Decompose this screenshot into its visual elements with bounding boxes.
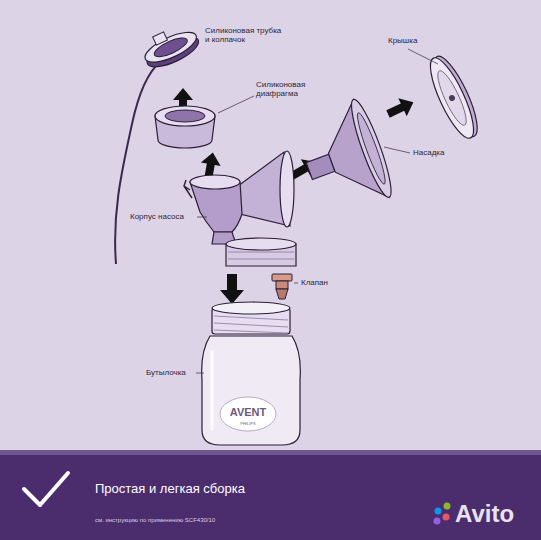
tube-cap: [138, 20, 202, 73]
watermark: Avito: [455, 500, 514, 528]
pump-body: [184, 151, 296, 266]
brand-name: PHILIPS: [233, 422, 263, 427]
bottle: [202, 302, 301, 445]
part-label: Силиконовая диафрагма: [256, 80, 312, 98]
tagline: Простая и легкая сборка: [95, 481, 245, 496]
part-label: Крышка: [388, 36, 417, 45]
breast-insert: [292, 96, 398, 219]
part-label: Корпус насоса: [130, 212, 184, 221]
check-mark: [24, 473, 68, 505]
watermark-dot: [443, 514, 450, 521]
part-label: Силиконовая трубка и колпачок: [205, 26, 287, 44]
manual-note: см. инструкцию по применению SCF430/10: [95, 517, 215, 523]
watermark-dot: [434, 518, 441, 525]
valve: [272, 274, 292, 299]
watermark-dot: [435, 508, 442, 515]
part-label: Насадка: [413, 148, 444, 157]
part-label: Клапан: [301, 278, 328, 287]
watermark-dot: [444, 503, 451, 510]
check-icon: [0, 455, 541, 540]
cover: [423, 51, 486, 143]
silicone-diaphragm: [155, 106, 215, 148]
leader-lines: [196, 49, 438, 373]
brand-logo: AVENT: [226, 406, 270, 419]
part-label: Бутылочка: [146, 368, 186, 377]
silicone-tube: [115, 62, 160, 264]
